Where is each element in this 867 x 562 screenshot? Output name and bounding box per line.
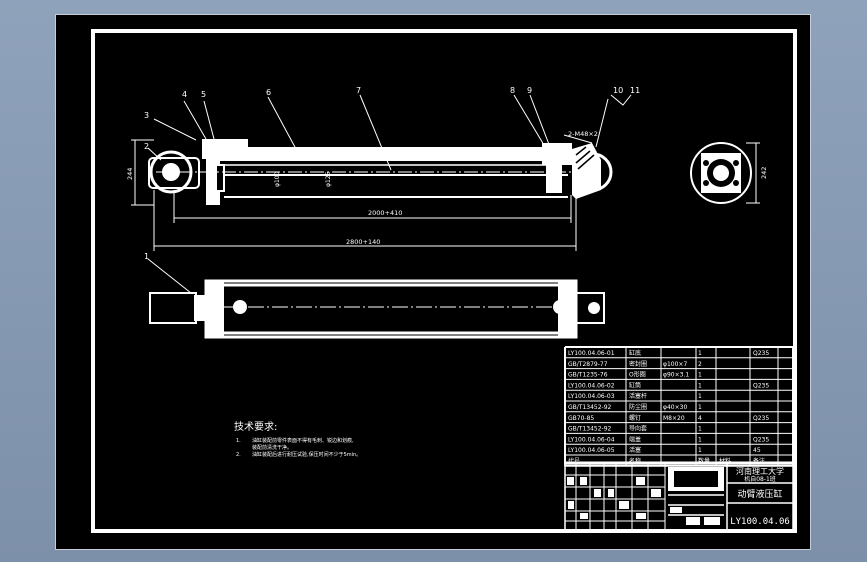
dimension-texts: φ100 φ125 2000+410 2800+140 244 2-M48×2 … — [126, 130, 768, 246]
tech-req-2-text: 油缸装配后进行耐压试验,保压时间不少于5min。 — [252, 451, 361, 458]
balloon-5: 5 — [201, 90, 206, 99]
end-view — [690, 142, 760, 204]
bom-cell: 端盖 — [629, 435, 641, 443]
bom-header-cell: 代号 — [568, 457, 580, 465]
bom-cell: LY100.04.06-04 — [568, 436, 615, 443]
balloon-2: 2 — [144, 142, 149, 151]
main-view — [131, 94, 632, 251]
bom-cell: 1 — [698, 393, 702, 400]
bom-cell: 活塞 — [629, 446, 641, 454]
bom-cell: 缸底 — [629, 349, 641, 357]
bom-cell: Q235 — [753, 382, 769, 389]
bom-cell: 2 — [698, 361, 702, 368]
balloon-7: 7 — [356, 86, 361, 95]
title-block-text: 河南理工大学 机自08-1班 动臂液压缸 LY100.04.06 — [730, 466, 790, 527]
drawing-border — [91, 29, 797, 533]
bom-cell: GB/T2879-77 — [568, 361, 608, 368]
tech-req-1-num: 1. — [236, 438, 241, 444]
balloon-3: 3 — [144, 111, 149, 120]
title-class: 机自08-1班 — [744, 475, 776, 483]
cad-drawing: 4 5 6 7 8 9 10 11 3 2 1 φ100 φ125 2000+4… — [91, 29, 797, 533]
bom-header-cell: 名称 — [629, 457, 641, 465]
dim-height: 244 — [126, 168, 134, 180]
balloon-9: 9 — [527, 86, 532, 95]
bom-cell: 1 — [698, 404, 702, 411]
bom-cell: φ100×7 — [663, 361, 687, 368]
tech-req-2-num: 2. — [236, 452, 241, 458]
bom-cell: GB/T13452-92 — [568, 404, 612, 411]
dim-port: 2-M48×2 — [568, 130, 598, 138]
bom-header-cell: 材料 — [719, 457, 731, 465]
bom-cell: 45 — [753, 447, 761, 454]
bottom-view — [147, 258, 605, 339]
bom-cell: M8×20 — [663, 415, 685, 422]
dim-end-view: 242 — [760, 167, 768, 179]
bom-cell: Q235 — [753, 436, 769, 443]
bom-cell: GB70-85 — [568, 415, 594, 422]
balloon-4: 4 — [182, 90, 187, 99]
bom-header-cell: 数量 — [698, 457, 710, 465]
drawing-viewport[interactable]: 4 5 6 7 8 9 10 11 3 2 1 φ100 φ125 2000+4… — [55, 14, 811, 550]
bom-cell: 1 — [698, 372, 702, 379]
bom-cell: 活塞杆 — [629, 392, 647, 400]
tech-req-1-text: 油缸装配前零件表面不得有毛刺、锐边和划痕, — [252, 437, 354, 444]
bom-cell: GB/T1235-76 — [568, 372, 608, 379]
balloon-6: 6 — [266, 88, 271, 97]
bom-cell: 密封圈 — [629, 360, 647, 368]
tech-req-1-text2: 装配前清洗干净。 — [252, 444, 292, 451]
dim-rod: φ125 — [325, 171, 332, 187]
dim-overall: 2800+140 — [346, 238, 380, 246]
bom-cell: 4 — [698, 415, 702, 422]
title-code: LY100.04.06 — [730, 517, 790, 527]
bom-cell: 缸筒 — [629, 381, 641, 389]
bom-cell: LY100.04.06-05 — [568, 447, 615, 454]
bom-cell: 1 — [698, 436, 702, 443]
bom-cell: 1 — [698, 350, 702, 357]
bom-cell: LY100.04.06-02 — [568, 382, 615, 389]
dim-bore: φ100 — [274, 171, 281, 187]
bom-cell: Q235 — [753, 415, 769, 422]
balloon-10: 10 — [613, 86, 623, 95]
title-name: 动臂液压缸 — [737, 488, 782, 500]
bom-cell: φ40×30 — [663, 404, 687, 411]
balloon-8: 8 — [510, 86, 515, 95]
bom-cell: LY100.04.06-01 — [568, 350, 615, 357]
bom-header-cell: 备注 — [753, 457, 765, 465]
bom-cell: 防尘圈 — [629, 403, 647, 411]
bom-cell: GB/T13452-92 — [568, 426, 612, 433]
balloon-11: 11 — [630, 86, 640, 95]
balloon-numbers: 4 5 6 7 8 9 10 11 3 2 1 — [144, 86, 640, 261]
bom-cell: φ90×3.1 — [663, 372, 689, 379]
title-school: 河南理工大学 — [736, 466, 784, 476]
bom-cell: 1 — [698, 447, 702, 454]
technical-requirements: 技术要求: 1. 油缸装配前零件表面不得有毛刺、锐边和划痕, 装配前清洗干净。 … — [234, 420, 361, 458]
title-block — [564, 461, 794, 532]
bom-cell: 1 — [698, 382, 702, 389]
bom-cell: 导向套 — [629, 425, 647, 433]
bom-cell: LY100.04.06-03 — [568, 393, 615, 400]
balloon-1: 1 — [144, 252, 149, 261]
bom-cell: 螺钉 — [629, 414, 641, 422]
dim-stroke: 2000+410 — [368, 209, 402, 217]
bom-cell: 1 — [698, 426, 702, 433]
bom-cell: O形圈 — [629, 371, 646, 379]
bom-cell: Q235 — [753, 350, 769, 357]
tech-req-title: 技术要求: — [234, 420, 277, 433]
